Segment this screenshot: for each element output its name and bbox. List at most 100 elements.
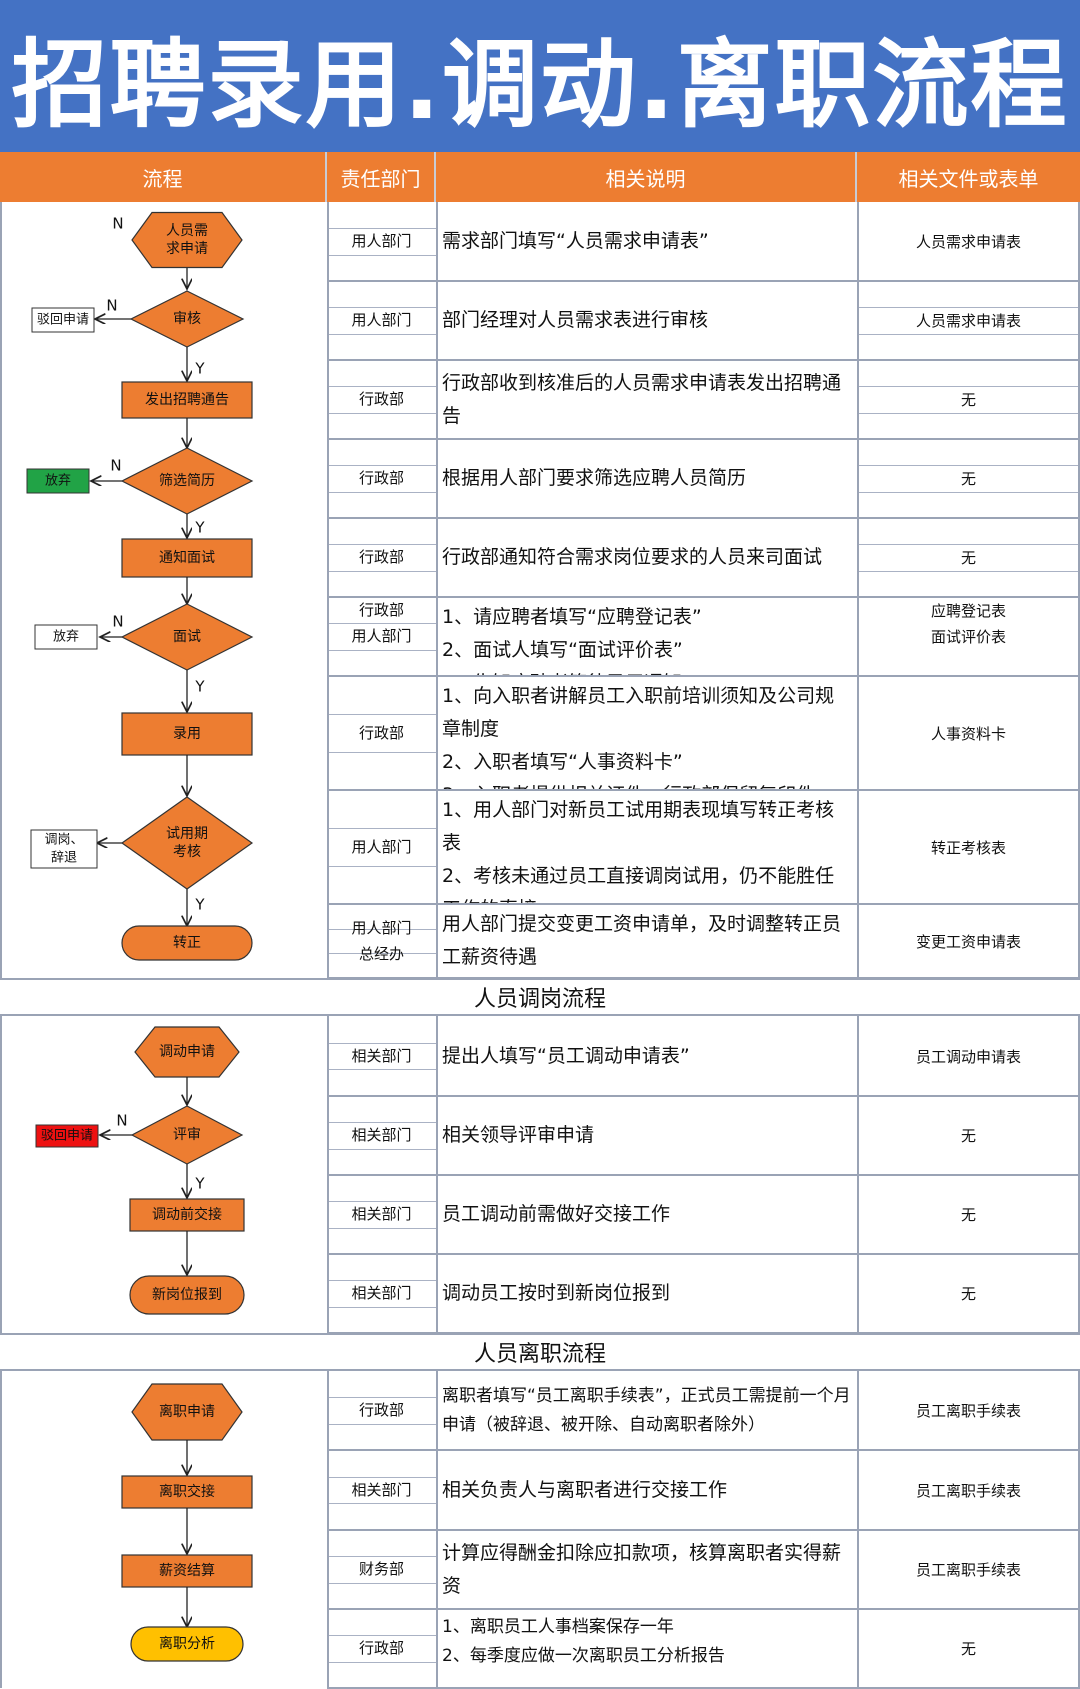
- dept-grid-line: [327, 386, 436, 388]
- node-notify-interview-label: 通知面试: [159, 549, 215, 566]
- description-text: 需求部门填写“人员需求申请表”: [442, 230, 709, 252]
- row-divider: [327, 1174, 1080, 1176]
- node-publish-notice-label: 发出招聘通告: [145, 392, 229, 408]
- description-text: 员工调动前需做好交接工作: [442, 1203, 671, 1225]
- dept-cell: 行政部: [358, 1401, 404, 1420]
- node-regularize: [121, 925, 253, 961]
- dept-grid-line: [327, 866, 436, 867]
- description-text: 1、向入职者讲解员工入职前培训须知及公司规章制度: [442, 685, 835, 740]
- dept-cell: 行政部: [358, 601, 404, 620]
- dept-grid-line: [327, 228, 436, 230]
- no-label: N: [116, 1112, 127, 1130]
- file-cell: 面试评价表: [930, 627, 1006, 646]
- dept-grid-line: [327, 254, 436, 256]
- dept-grid-line: [327, 1148, 436, 1150]
- description-text: 调动员工按时到新岗位报到: [442, 1282, 671, 1304]
- description-cell: 相关领导评审申请: [436, 1096, 857, 1175]
- node-resign-handover: [121, 1475, 253, 1509]
- file-grid-line: [857, 333, 1080, 335]
- node-request-label: 人员需: [166, 223, 208, 239]
- file-grid-line: [857, 570, 1080, 572]
- node-regularize-label: 转正: [173, 935, 201, 951]
- description-text: 相关领导评审申请: [442, 1124, 595, 1146]
- dept-grid-line: [327, 1069, 436, 1071]
- node-transfer-apply: [134, 1026, 240, 1078]
- dept-grid-line: [327, 714, 436, 715]
- node-evaluate-label: 评审: [173, 1127, 201, 1143]
- side-give-up: [26, 468, 90, 494]
- column-divider: [1078, 1371, 1080, 1688]
- dept-grid-line: [327, 465, 436, 467]
- file-cell: 人员需求申请表: [915, 312, 1021, 330]
- dept-cell: 用人部门: [351, 919, 412, 937]
- section-title-resign: 人员离职流程: [0, 1333, 1080, 1371]
- file-cell: 无: [960, 1285, 976, 1303]
- node-resign-apply: [131, 1383, 243, 1441]
- node-request-label: 求申请: [166, 241, 208, 257]
- dept-cell: 相关部门: [351, 1480, 412, 1499]
- description-cell: 提出人填写“员工调动申请表”: [436, 1016, 857, 1096]
- dept-cell: 行政部: [358, 469, 404, 488]
- description-text: 1、离职员工人事档案保存一年: [442, 1617, 674, 1637]
- description-text: 2、考核未通过员工直接调岗试用，仍不能胜任工作的直接: [442, 865, 835, 904]
- description-cell: 1、请应聘者填写“应聘登记表”2、面试人填写“面试评价表”3、告知应聘者签待录用…: [436, 597, 857, 676]
- yes-label: Y: [194, 360, 205, 378]
- dept-grid-line: [327, 752, 436, 753]
- description-text: 计算应得酬金扣除应扣款项，核算离职者实得薪资: [442, 1541, 842, 1597]
- page-title: 招聘录用.调动.离职流程: [0, 0, 1080, 152]
- row-divider: [327, 596, 1080, 598]
- description-text: 3、入职者提供相关证件，行政部保留复印件: [442, 779, 815, 790]
- dept-grid-line: [327, 1227, 436, 1229]
- file-grid-line: [857, 386, 1080, 388]
- dept-cell: 总经办: [358, 945, 404, 963]
- dept-grid-line: [327, 1122, 436, 1124]
- column-divider: [857, 202, 859, 978]
- node-report-new-post: [129, 1275, 245, 1315]
- file-cell: 员工离职手续表: [915, 1561, 1021, 1579]
- dept-cell: 行政部: [358, 390, 404, 409]
- file-grid-line: [857, 491, 1080, 493]
- header-desc: 相关说明: [436, 152, 857, 202]
- file-cell: 无: [960, 470, 976, 488]
- node-review-label: 审核: [173, 311, 201, 327]
- node-review: [129, 290, 245, 348]
- node-report-new-post-label: 新岗位报到: [152, 1287, 222, 1303]
- description-text: 3、告知应聘者签待录用通知: [442, 667, 682, 676]
- header-dept: 责任部门: [327, 152, 436, 202]
- dept-cell: 相关部门: [351, 1046, 412, 1065]
- node-salary-settle: [121, 1554, 253, 1588]
- file-cell: 无: [960, 549, 976, 567]
- dept-cell: 相关部门: [351, 1284, 412, 1303]
- node-evaluate: [130, 1105, 244, 1165]
- dept-cell: 用人部门: [351, 311, 412, 330]
- description-cell: 用人部门提交变更工资申请单，及时调整转正员工薪资待遇: [436, 904, 857, 978]
- dept-grid-line: [327, 928, 436, 930]
- description-cell: 需求部门填写“人员需求申请表”: [436, 202, 857, 281]
- node-salary-settle-label: 薪资结算: [159, 1563, 215, 1579]
- description-text: 离职者填写“员工离职手续表”，正式员工需提前一个月申请（被辞退、被开除、自动离职…: [442, 1385, 851, 1435]
- node-pre-handover-label: 调动前交接: [152, 1206, 222, 1223]
- description-text: 2、每季度应做一次离职员工分析报告: [442, 1646, 725, 1666]
- column-divider: [0, 1016, 2, 1333]
- description-text: 用人部门提交变更工资申请单，及时调整转正员工薪资待遇: [442, 913, 842, 968]
- description-text: 1、用人部门对新员工试用期表现填写转正考核表: [442, 799, 835, 854]
- node-transfer-apply-label: 调动申请: [159, 1044, 215, 1060]
- description-cell: 计算应得酬金扣除应扣款项，核算离职者实得薪资: [436, 1530, 857, 1609]
- side-reject-apply: [31, 307, 95, 333]
- dept-cell: 用人部门: [351, 627, 412, 646]
- dept-grid-line: [327, 1397, 436, 1399]
- dept-cell: 用人部门: [351, 232, 412, 251]
- description-cell: 行政部通知符合需求岗位要求的人员来司面试: [436, 518, 857, 597]
- dept-grid-line: [327, 1635, 436, 1637]
- node-notify-interview: [121, 538, 253, 578]
- yes-label: Y: [194, 1175, 205, 1193]
- file-cell: 变更工资申请表: [915, 932, 1021, 951]
- file-cell: 转正考核表: [930, 838, 1006, 857]
- dept-cell: 财务部: [358, 1560, 404, 1579]
- description-cell: 员工调动前需做好交接工作: [436, 1175, 857, 1254]
- node-pre-handover: [129, 1198, 245, 1232]
- description-text: 部门经理对人员需求表进行审核: [442, 309, 709, 331]
- yes-label: Y: [194, 678, 205, 696]
- node-resign-handover-label: 离职交接: [159, 1483, 215, 1500]
- file-grid-line: [857, 544, 1080, 546]
